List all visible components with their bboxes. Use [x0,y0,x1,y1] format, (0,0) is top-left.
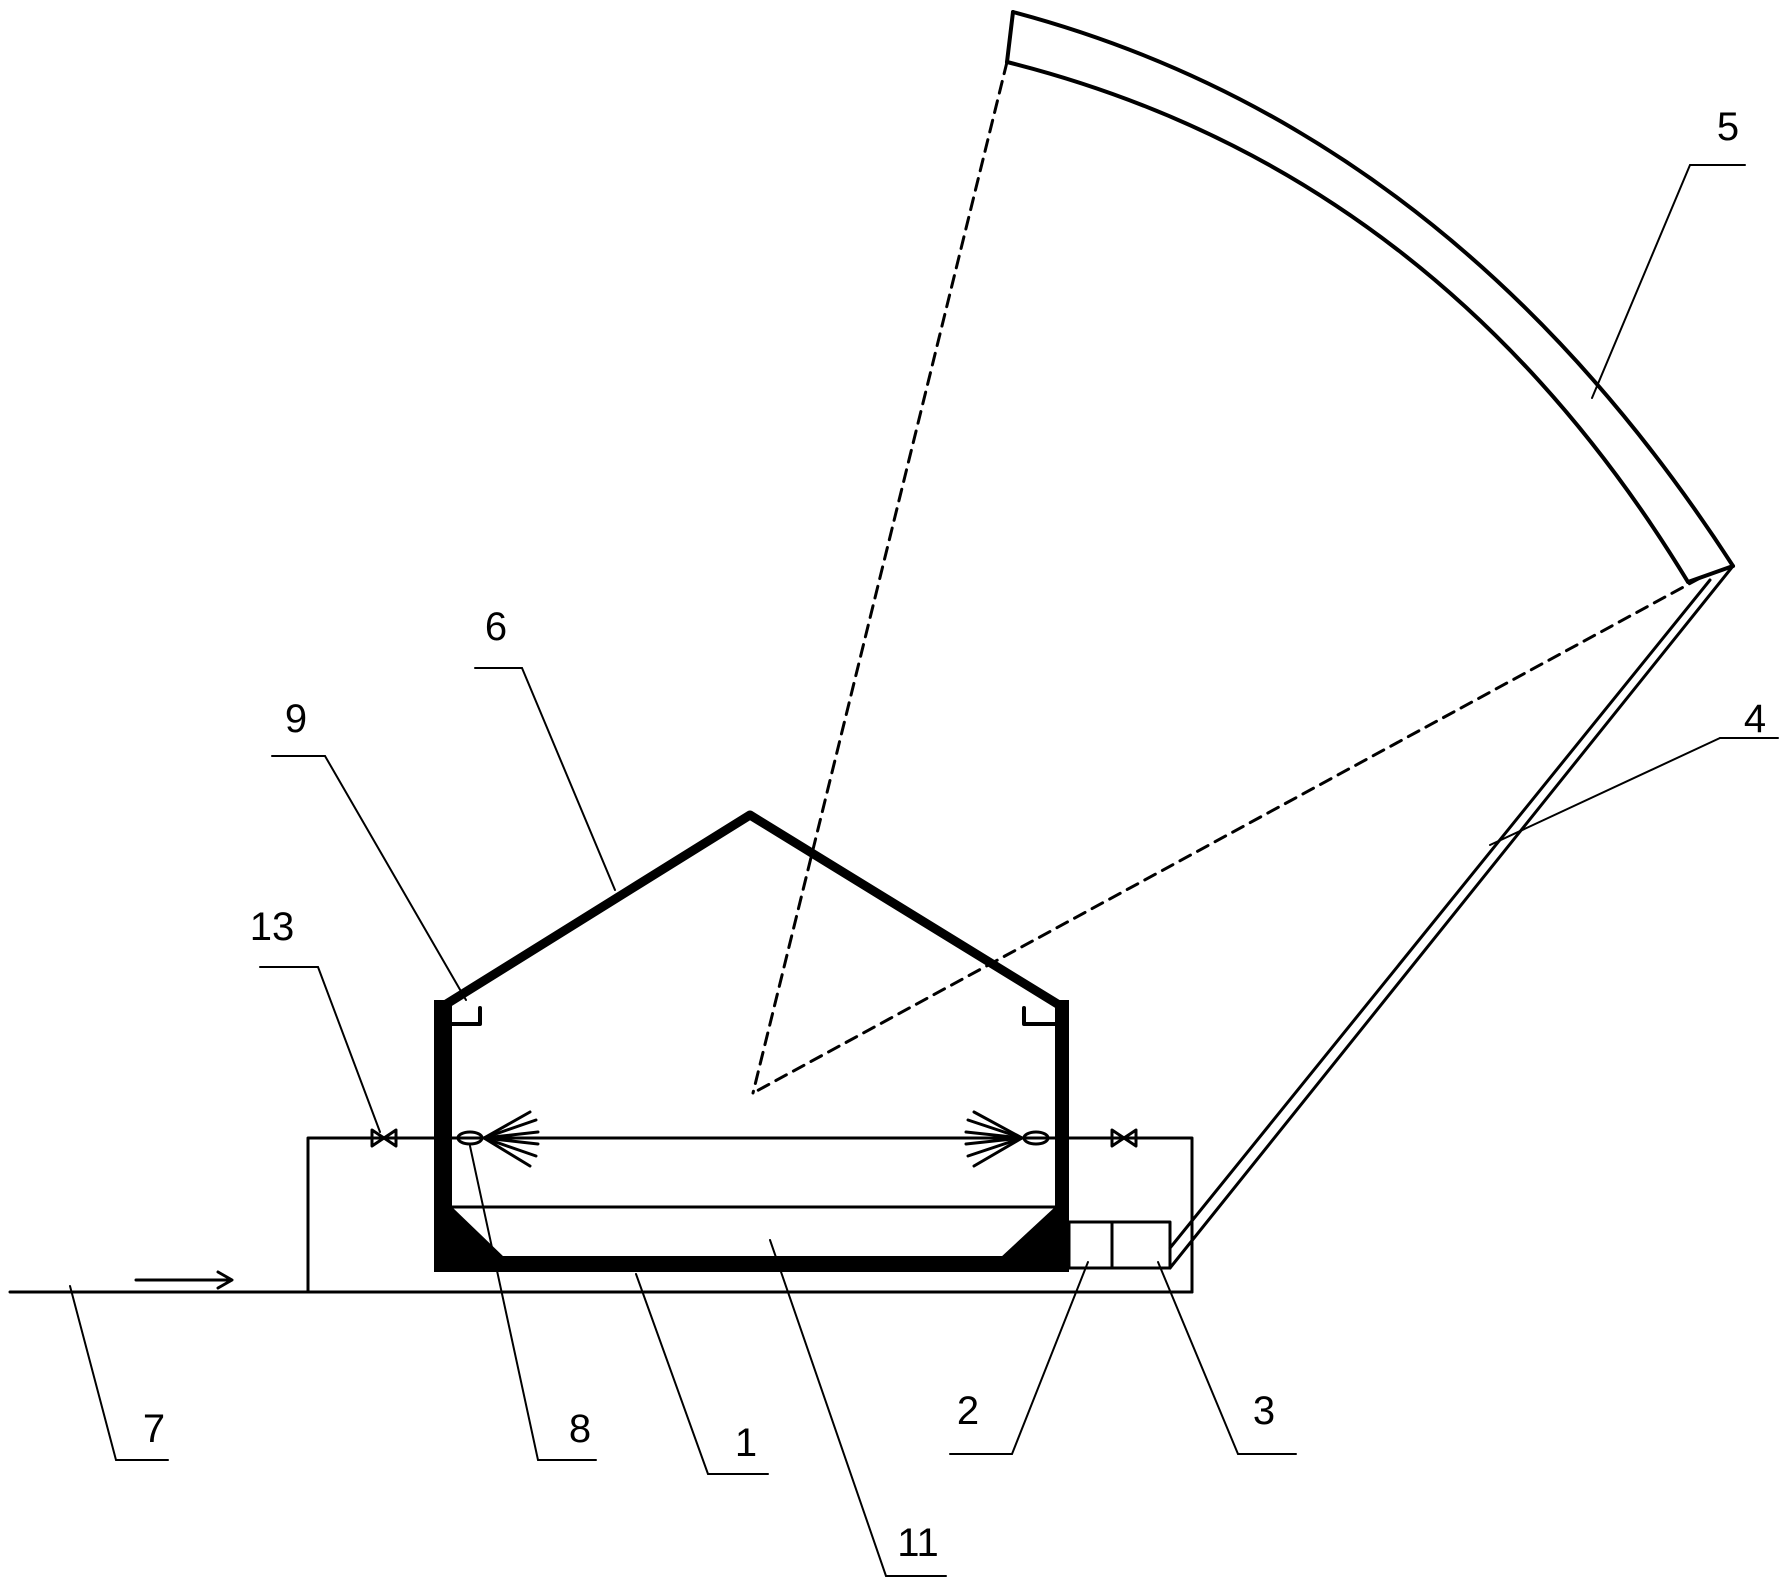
sprinkler-right [964,1110,1114,1168]
label-5: 5 [1717,105,1739,149]
label-11: 11 [897,1521,939,1565]
greenhouse-roof [435,810,1069,1013]
greenhouse-wall-left [434,1000,452,1268]
reflector [1005,10,1735,584]
label-6: 6 [485,605,507,649]
gutter-left [450,1006,482,1026]
label-2: 2 [957,1389,979,1433]
label-9: 9 [285,697,307,741]
support-strut [1168,564,1735,1270]
tank-fillet-right [1000,1207,1055,1258]
flow-arrow [134,1270,234,1290]
sprinkler-left [394,1110,540,1168]
tank-fillet-left [452,1207,505,1258]
labels: 5 4 6 9 13 7 8 1 11 2 3 [143,105,1766,1565]
leader-lines [69,164,1779,1577]
box-2 [1067,1220,1114,1270]
focus-lines [751,60,1702,1095]
label-8: 8 [569,1407,591,1451]
label-7: 7 [143,1407,165,1451]
gutter-right [1022,1006,1057,1026]
label-13: 13 [250,905,295,949]
label-4: 4 [1744,697,1766,741]
box-3 [1110,1220,1172,1270]
label-3: 3 [1253,1389,1275,1433]
pipe-circuit [306,1136,1194,1294]
greenhouse-base [434,1256,1069,1272]
label-1: 1 [735,1421,757,1465]
greenhouse-wall-right [1055,1000,1069,1268]
